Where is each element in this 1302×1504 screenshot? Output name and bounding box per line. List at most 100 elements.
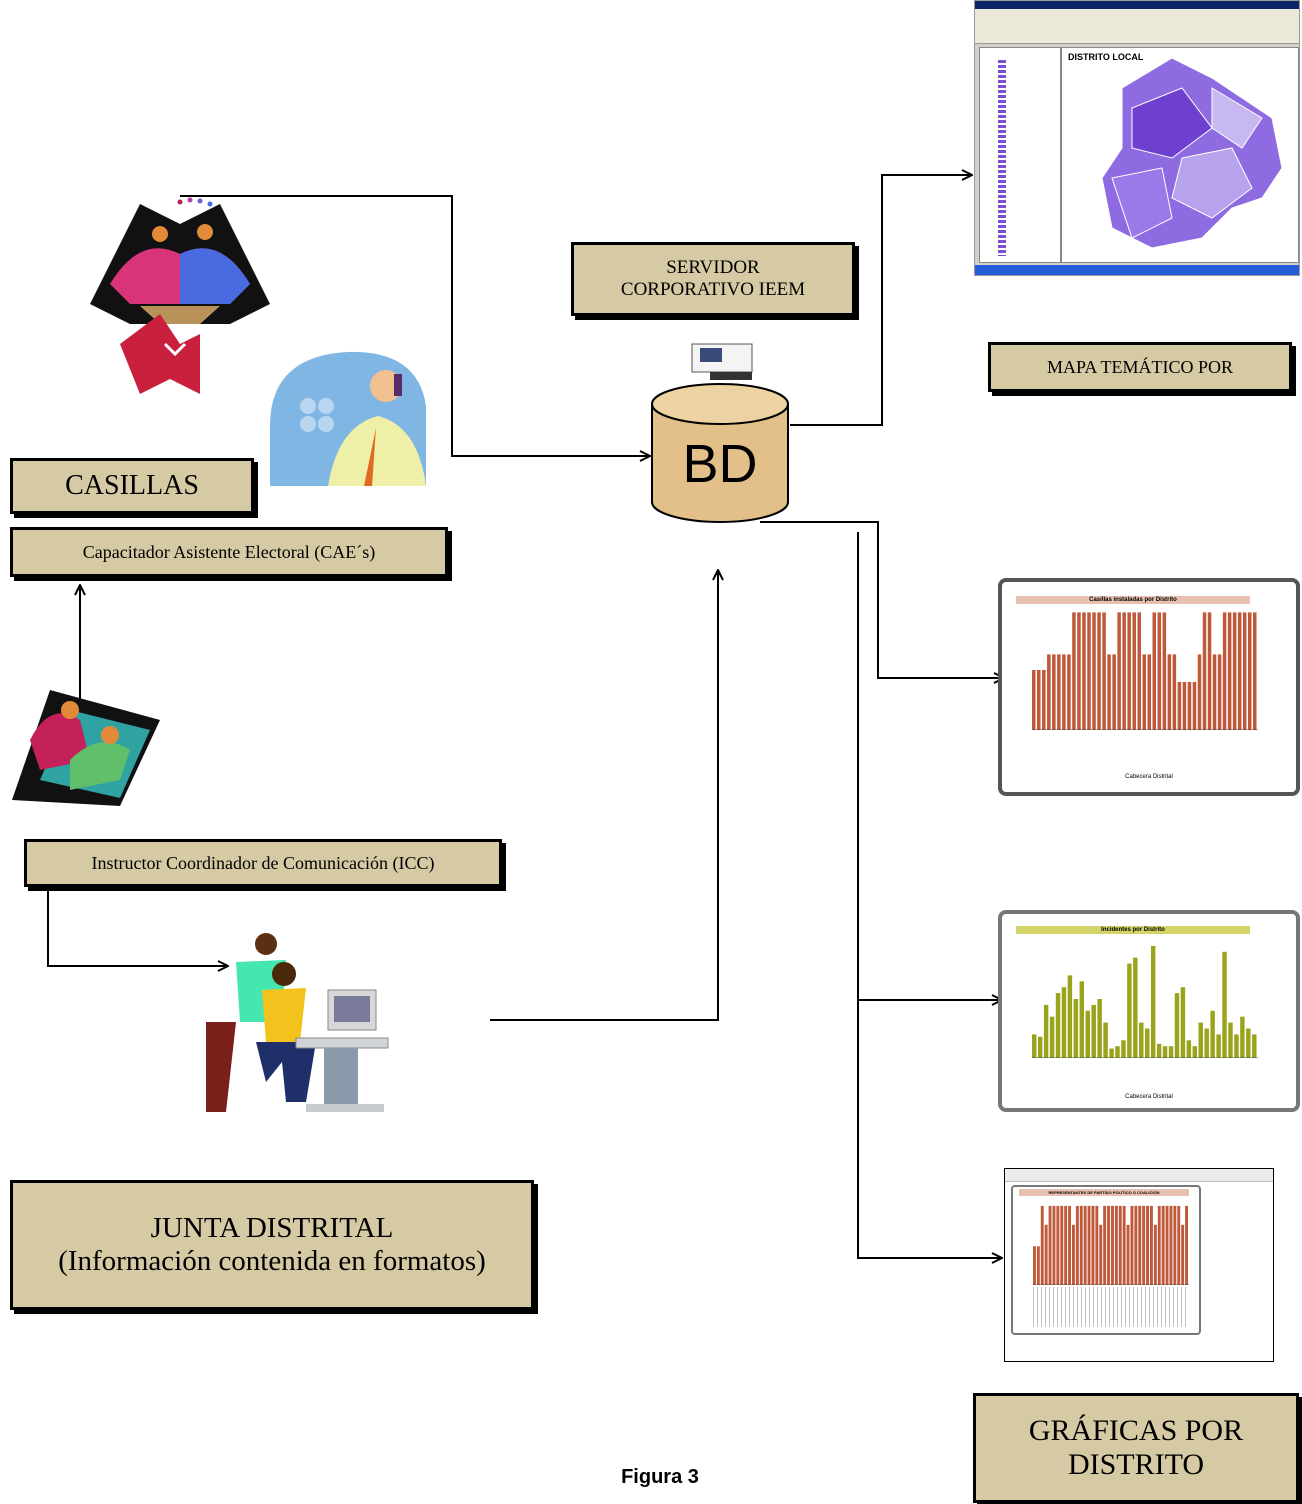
bar [1234, 1034, 1239, 1058]
bar [1138, 1205, 1142, 1285]
map-box: MAPA TEMÁTICO POR [988, 342, 1292, 392]
chart2-plot [1032, 945, 1258, 1058]
chart-incidentes-thumbnail: Incidentes por Distrito Cabecera Distrit… [998, 910, 1300, 1112]
chart1-xlabel: Cabecera Distrital [1125, 774, 1173, 780]
bar [1161, 1205, 1165, 1285]
bar [1156, 1043, 1162, 1058]
bar [1068, 1205, 1071, 1285]
bar [1092, 612, 1096, 730]
bar [1055, 993, 1061, 1058]
bar [1032, 1034, 1037, 1058]
bar [1139, 1022, 1144, 1058]
bar [1207, 612, 1212, 730]
planning-team-clipart [12, 690, 160, 806]
bar [1037, 670, 1041, 730]
bar [1067, 654, 1071, 730]
bar [1173, 1205, 1177, 1285]
junta-label-line2: (Información contenida en formatos) [58, 1245, 486, 1277]
chart3-title: REPRESENTANTES DE PARTIDO POLÍTICO O COA… [1019, 1189, 1189, 1196]
bar [1087, 1205, 1091, 1285]
bar [1112, 654, 1116, 730]
map-layer-list [979, 47, 1061, 263]
bar [1087, 612, 1091, 730]
bar [1032, 670, 1036, 730]
bar [1222, 612, 1227, 730]
bar [1130, 1205, 1134, 1285]
arrow-bd-to-chart3 [857, 1000, 1002, 1258]
chart1-title: Casillas instaladas por Distrito [1016, 596, 1250, 604]
bar [1103, 1022, 1108, 1058]
bar [1132, 612, 1136, 730]
bar [1162, 1046, 1168, 1058]
bar [1134, 1205, 1138, 1285]
arrow-junta-to-bd [490, 570, 718, 1021]
bar [1157, 1205, 1161, 1285]
bar [1210, 1010, 1215, 1058]
bar [1252, 612, 1257, 730]
bar [1168, 1046, 1174, 1058]
bar [1103, 1205, 1107, 1285]
bar [1247, 612, 1252, 730]
bar [1142, 654, 1147, 730]
bar [1036, 1246, 1040, 1285]
bar [1122, 612, 1126, 730]
bar [1174, 993, 1180, 1058]
bar [1216, 1034, 1221, 1058]
bar [1033, 1246, 1036, 1285]
arrow-bd-to-chart1 [760, 521, 1004, 678]
meeting-people-clipart [90, 197, 270, 394]
bar [1095, 1205, 1099, 1285]
bar [1150, 1205, 1153, 1285]
bar [1192, 682, 1197, 730]
bar [1085, 1010, 1090, 1058]
map-window-titlebar [975, 1, 1299, 9]
chart1-plot [1032, 612, 1258, 730]
bar [1172, 654, 1177, 730]
bar [1177, 1205, 1181, 1285]
bar [1122, 1205, 1126, 1285]
casillas-box: CASILLAS [10, 458, 254, 514]
bar [1115, 1046, 1120, 1058]
bar [1091, 1205, 1095, 1285]
bar [1075, 1205, 1079, 1285]
bar [1114, 1205, 1118, 1285]
bar [1097, 999, 1102, 1058]
bar [1242, 612, 1247, 730]
bar [1083, 1205, 1087, 1285]
bar [1152, 612, 1157, 730]
chart3-plot [1033, 1205, 1189, 1285]
bar [1177, 682, 1182, 730]
bar [1118, 1205, 1122, 1285]
chart2-title: Incidentes por Distrito [1016, 926, 1250, 934]
bar [1246, 1028, 1251, 1058]
bar [1047, 654, 1051, 730]
bar [1137, 612, 1141, 730]
bar [1077, 612, 1081, 730]
office-workers-clipart [206, 933, 389, 1112]
bar [1240, 1016, 1245, 1058]
arrow-bd-to-chart2 [857, 532, 1002, 1000]
bar [1133, 957, 1138, 1058]
database-cylinder: BD [651, 343, 789, 523]
bar [1040, 1205, 1044, 1285]
bar [1072, 1224, 1075, 1285]
bar [1097, 612, 1101, 730]
bar [1185, 1205, 1188, 1285]
bar [1049, 1016, 1055, 1058]
casillas-label: CASILLAS [65, 470, 199, 501]
bar [1197, 654, 1202, 730]
chart2-xlabel: Cabecera Distrital [1125, 1094, 1173, 1100]
map-toolbar [975, 9, 1299, 44]
chart-representantes-thumbnail: REPRESENTANTES DE PARTIDO POLÍTICO O COA… [1004, 1168, 1274, 1362]
bar [1165, 1205, 1169, 1285]
bar [1037, 1036, 1043, 1058]
phone-man-clipart [270, 351, 426, 486]
junta-box: JUNTA DISTRITAL (Información contenida e… [10, 1180, 534, 1310]
bar [1121, 1040, 1126, 1058]
bar [1091, 1004, 1096, 1058]
junta-label-line1: JUNTA DISTRITAL [150, 1212, 394, 1244]
bar [1107, 654, 1111, 730]
bar [1079, 1205, 1083, 1285]
bar [1157, 612, 1162, 730]
